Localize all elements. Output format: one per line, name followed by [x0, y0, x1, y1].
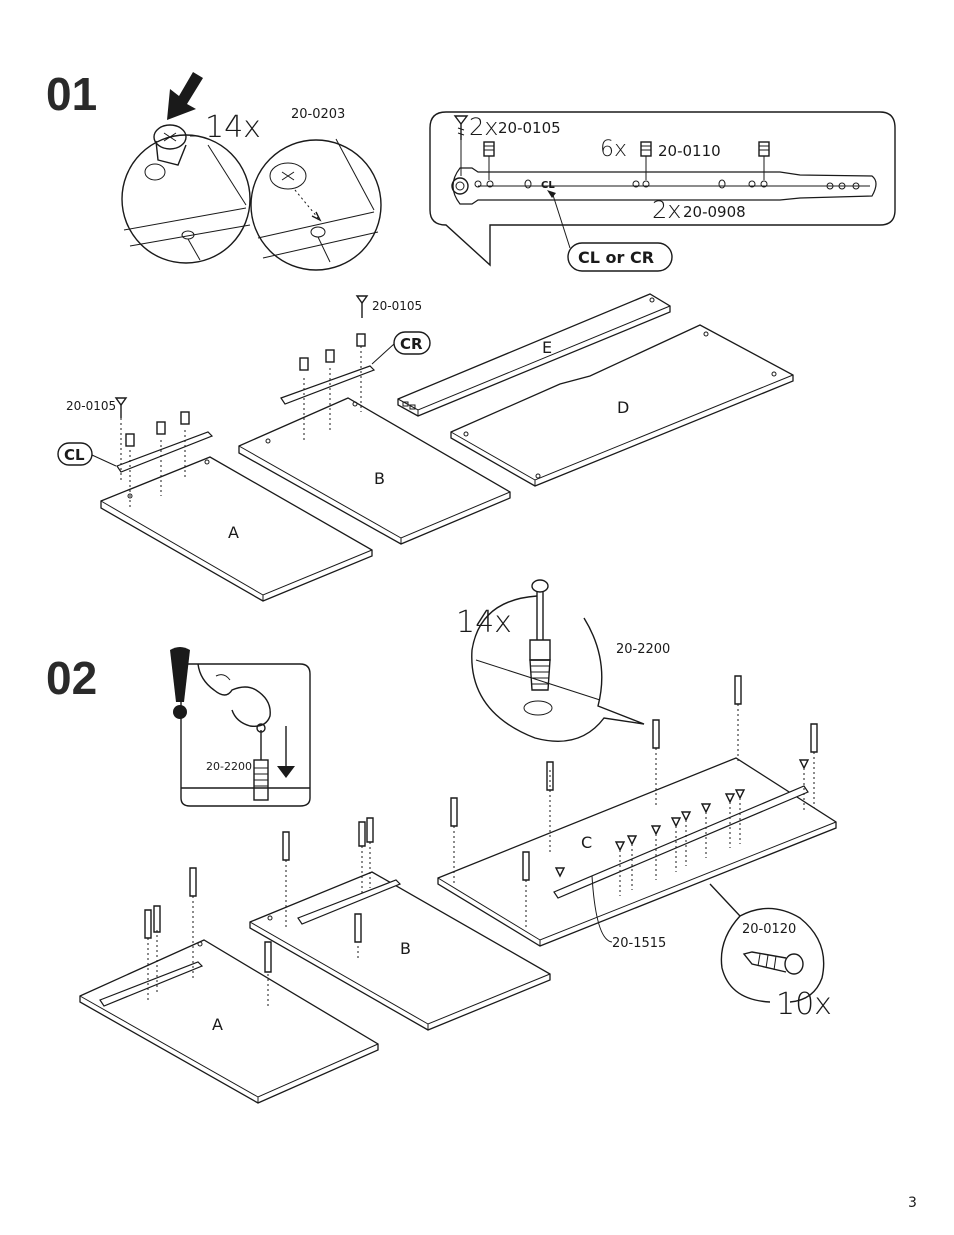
dowel-code: 20-2200: [616, 642, 670, 657]
pin-icon: [640, 141, 652, 180]
page-number: 3: [908, 1195, 917, 1211]
panel-c-label: C: [581, 833, 592, 852]
cam-quantity: 14x: [205, 110, 261, 145]
exclamation-icon: [170, 647, 190, 719]
dowel-icon: [153, 905, 161, 933]
step-number-02: 02: [46, 652, 97, 704]
panel-b-step1: [238, 346, 511, 545]
pin-icon: [356, 333, 366, 347]
cr-tag-label: CR: [400, 335, 423, 353]
cl-or-cr-tag-label: CL or CR: [578, 248, 654, 267]
screw-icon: [114, 397, 128, 418]
pin-icon: [325, 349, 335, 363]
inset-code: 20-2200: [206, 760, 252, 773]
panel-a-step2: [79, 896, 379, 1104]
screw-icon: [670, 817, 682, 828]
dowel-detail: [471, 579, 645, 742]
rail-code: 20-1515: [612, 936, 666, 951]
slide-callout: [429, 111, 896, 267]
screw-detail: [709, 883, 825, 1003]
screw-icon: [798, 759, 810, 770]
step-number-01: 01: [46, 68, 97, 120]
cam-bore-detail: [250, 138, 382, 271]
dowel-icon: [734, 675, 742, 705]
cl-tag: [57, 442, 117, 467]
panel-e-label: E: [542, 338, 552, 357]
callout-screw-qty: 2x: [469, 113, 498, 141]
dowel-icon: [529, 579, 551, 691]
screw-quantity: 10x: [776, 987, 832, 1022]
screw-icon: [453, 115, 469, 176]
screw-code-right: 20-0105: [372, 299, 422, 313]
panel-b-step2: [249, 842, 551, 1031]
cl-or-cr-tag: [567, 242, 673, 272]
dowel-icon: [366, 817, 374, 843]
dowel-icon: [810, 723, 818, 753]
screw-icon: [734, 789, 746, 800]
panel-d: [450, 324, 794, 487]
screw-icon: [614, 841, 626, 852]
pin-icon: [156, 421, 166, 435]
dowel-icon: [450, 797, 458, 827]
pin-icon: [299, 357, 309, 371]
panel-b-label-step1: B: [374, 469, 385, 488]
screw-icon: [742, 951, 804, 975]
dowel-icon: [652, 719, 660, 749]
pin-icon: [483, 141, 495, 180]
panel-e: [397, 293, 671, 417]
dowel-icon: [264, 941, 272, 973]
cr-tag: [371, 331, 431, 365]
screw-icon: [355, 295, 369, 318]
slide-mark: CL: [541, 180, 555, 191]
screw-icon: [554, 867, 566, 878]
cl-tag-label: CL: [64, 446, 85, 464]
callout-pin-code: 20-0110: [658, 142, 721, 160]
cam-code: 20-0203: [291, 107, 345, 122]
dowel-icon: [189, 867, 197, 897]
hand-inset: [180, 663, 311, 807]
rail-leader: [591, 875, 613, 943]
dowel-icon: [546, 761, 554, 791]
pin-icon: [180, 411, 190, 425]
screw-icon: [680, 811, 692, 822]
screw-icon: [724, 793, 736, 804]
callout-slide-code: 20-0908: [683, 203, 746, 221]
callout-pin-qty: 6x: [600, 137, 627, 162]
panel-a-step1: [100, 418, 373, 602]
cam-lock-detail: [121, 124, 251, 264]
pin-icon: [758, 141, 770, 180]
down-arrow-icon: [167, 72, 203, 120]
panel-c: [437, 704, 837, 947]
pin-icon: [125, 433, 135, 447]
screw-icon: [650, 825, 662, 836]
dowel-icon: [354, 913, 362, 943]
panel-a-label-step2: A: [212, 1015, 223, 1034]
cam-lock-icon: [144, 124, 187, 181]
screw-icon: [700, 803, 712, 814]
screw-icon: [626, 835, 638, 846]
panel-b-label-step2: B: [400, 939, 411, 958]
screw-code: 20-0120: [742, 922, 796, 937]
panel-d-label: D: [617, 398, 629, 417]
dowel-icon: [358, 821, 366, 847]
callout-screw-code: 20-0105: [498, 119, 561, 137]
callout-slide-qty: 2x: [652, 196, 681, 224]
screw-code-left: 20-0105: [66, 399, 116, 413]
hand-icon: [197, 663, 271, 727]
dowel-icon: [282, 831, 290, 861]
panel-a-label-step1: A: [228, 523, 239, 542]
dowel-icon: [144, 909, 152, 939]
dowel-icon: [522, 851, 530, 881]
dowel-quantity: 14x: [456, 605, 512, 640]
